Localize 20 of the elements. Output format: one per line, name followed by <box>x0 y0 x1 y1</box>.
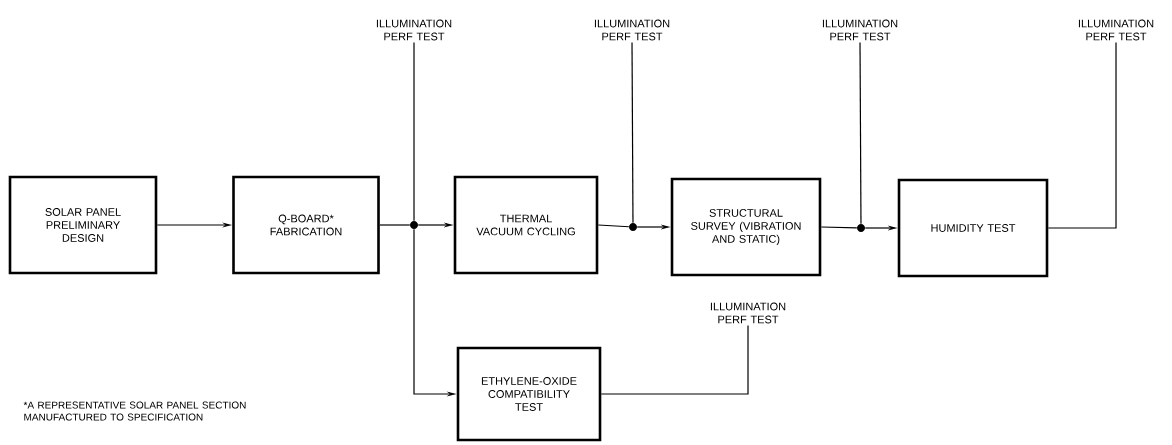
test-label: ILLUMINATION PERF TEST <box>710 302 786 324</box>
connector <box>597 224 630 228</box>
process-box: STRUCTURAL SURVEY (VIBRATION AND STATIC) <box>670 177 822 277</box>
process-box: THERMAL VACUUM CYCLING <box>453 175 599 275</box>
connector <box>859 42 862 225</box>
test-label: ILLUMINATION PERF TEST <box>1078 19 1154 41</box>
process-box: ETHYLENE-OXIDE COMPATIBILITY TEST <box>456 346 602 442</box>
connector <box>631 42 634 224</box>
connector <box>820 226 858 229</box>
connector <box>600 325 749 395</box>
connector <box>379 224 411 226</box>
process-box: SOLAR PANEL PRELIMINARY DESIGN <box>8 175 158 275</box>
test-label: ILLUMINATION PERF TEST <box>594 19 670 41</box>
test-label: ILLUMINATION PERF TEST <box>376 19 452 41</box>
process-box: HUMIDITY TEST <box>897 178 1049 278</box>
connector <box>413 42 415 222</box>
connector <box>1047 42 1117 229</box>
test-label: ILLUMINATION PERF TEST <box>822 19 898 41</box>
footnote: *A REPRESENTATIVE SOLAR PANEL SECTION MANUFACTURED TO SPECIFICATION <box>23 401 246 421</box>
process-box: Q-BOARD* FABRICATION <box>232 175 380 275</box>
